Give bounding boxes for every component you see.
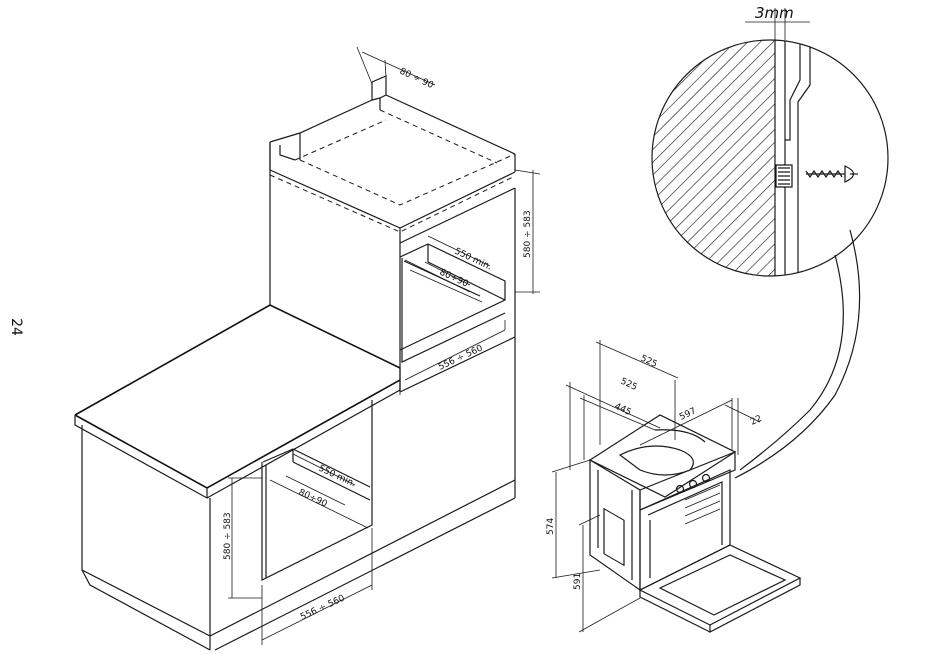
oven-depth-top-label: 525 [639,354,659,370]
column-width-label: 556 ÷ 560 [437,343,485,372]
column-depth-label: 550 min. [453,247,493,273]
oven-front-label: 22 [749,414,764,428]
page-number: 24 [8,318,24,336]
column-top-gap-label: 80 ÷ 90 [398,67,435,91]
oven-depth-inner-label: 445 [613,402,633,418]
oven-body-height-label: 574 [546,518,556,535]
base-cabinet [75,305,515,650]
oven-dimensions [552,340,760,632]
base-width-label: 556 ÷ 560 [299,593,347,622]
column-cabinet [270,76,515,480]
fixing-detail [640,8,888,478]
detail-gap-label: 3mm [755,4,794,22]
oven-depth-side-label: 525 [619,377,639,393]
oven-total-height-label: 591 [573,573,583,590]
oven-width-label: 597 [678,406,698,422]
base-vent-label: 80÷90 [297,488,329,510]
column-vent-label: 80÷90 [438,268,470,290]
base-height-label: 580 ÷ 583 [223,512,233,560]
screw-icon [806,166,858,182]
column-height-label: 580 ÷ 583 [523,210,533,258]
